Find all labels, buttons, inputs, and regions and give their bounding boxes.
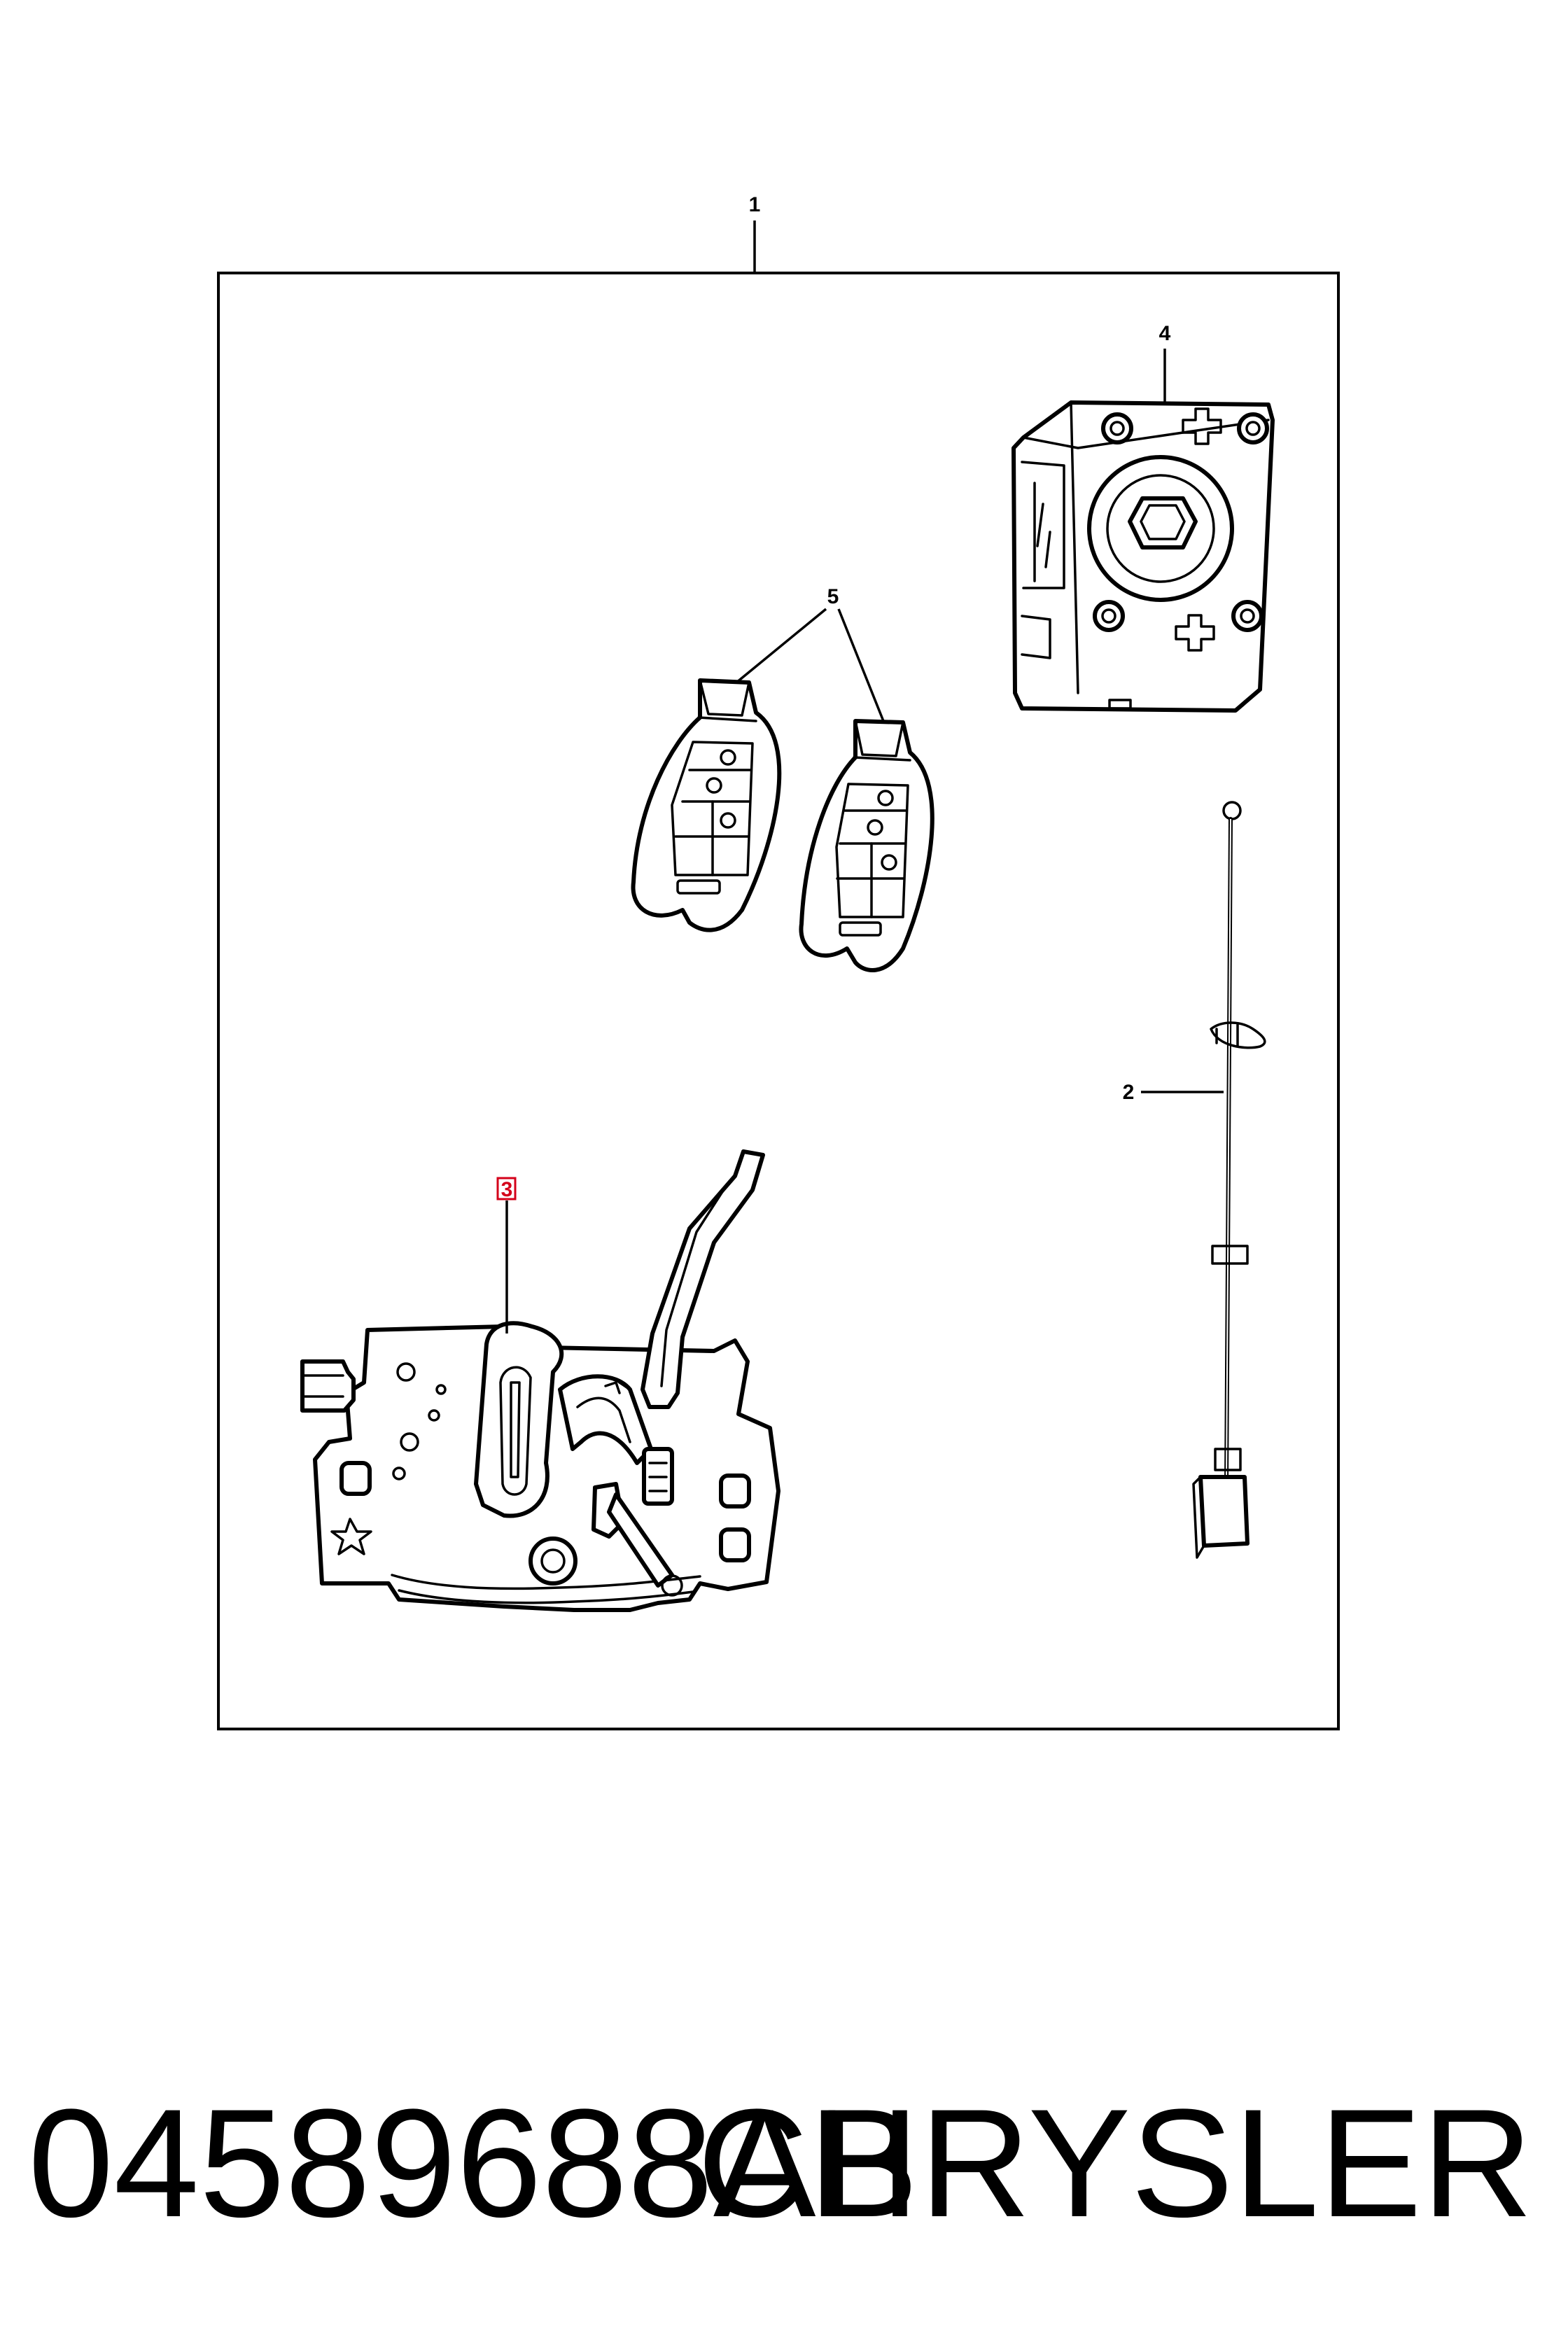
antenna	[1192, 801, 1266, 1559]
key-fob-right	[799, 719, 934, 972]
key-fob-left	[631, 678, 782, 932]
part-number: 04589688AB	[28, 2077, 919, 2249]
callout-1: 1	[749, 193, 761, 273]
callout-5-leader-right	[837, 608, 885, 722]
callout-4-label: 4	[1159, 322, 1171, 345]
callout-3-label: 3	[501, 1178, 513, 1201]
callout-5-leader-left	[735, 608, 827, 684]
callout-2-label: 2	[1123, 1081, 1135, 1104]
callout-1-label: 1	[749, 193, 761, 216]
ignition-module	[1011, 400, 1275, 713]
hood-latch	[300, 1149, 780, 1612]
callout-3-highlight-box	[496, 1177, 517, 1200]
kit-frame	[217, 272, 1340, 1730]
callout-4: 4	[1159, 322, 1171, 405]
callout-3: 3	[496, 1177, 517, 1334]
callout-5: 5	[735, 585, 885, 722]
callout-5-label: 5	[827, 585, 839, 608]
callout-2: 2	[1123, 1081, 1224, 1104]
brand-name: CHRYSLER	[696, 2077, 1533, 2249]
